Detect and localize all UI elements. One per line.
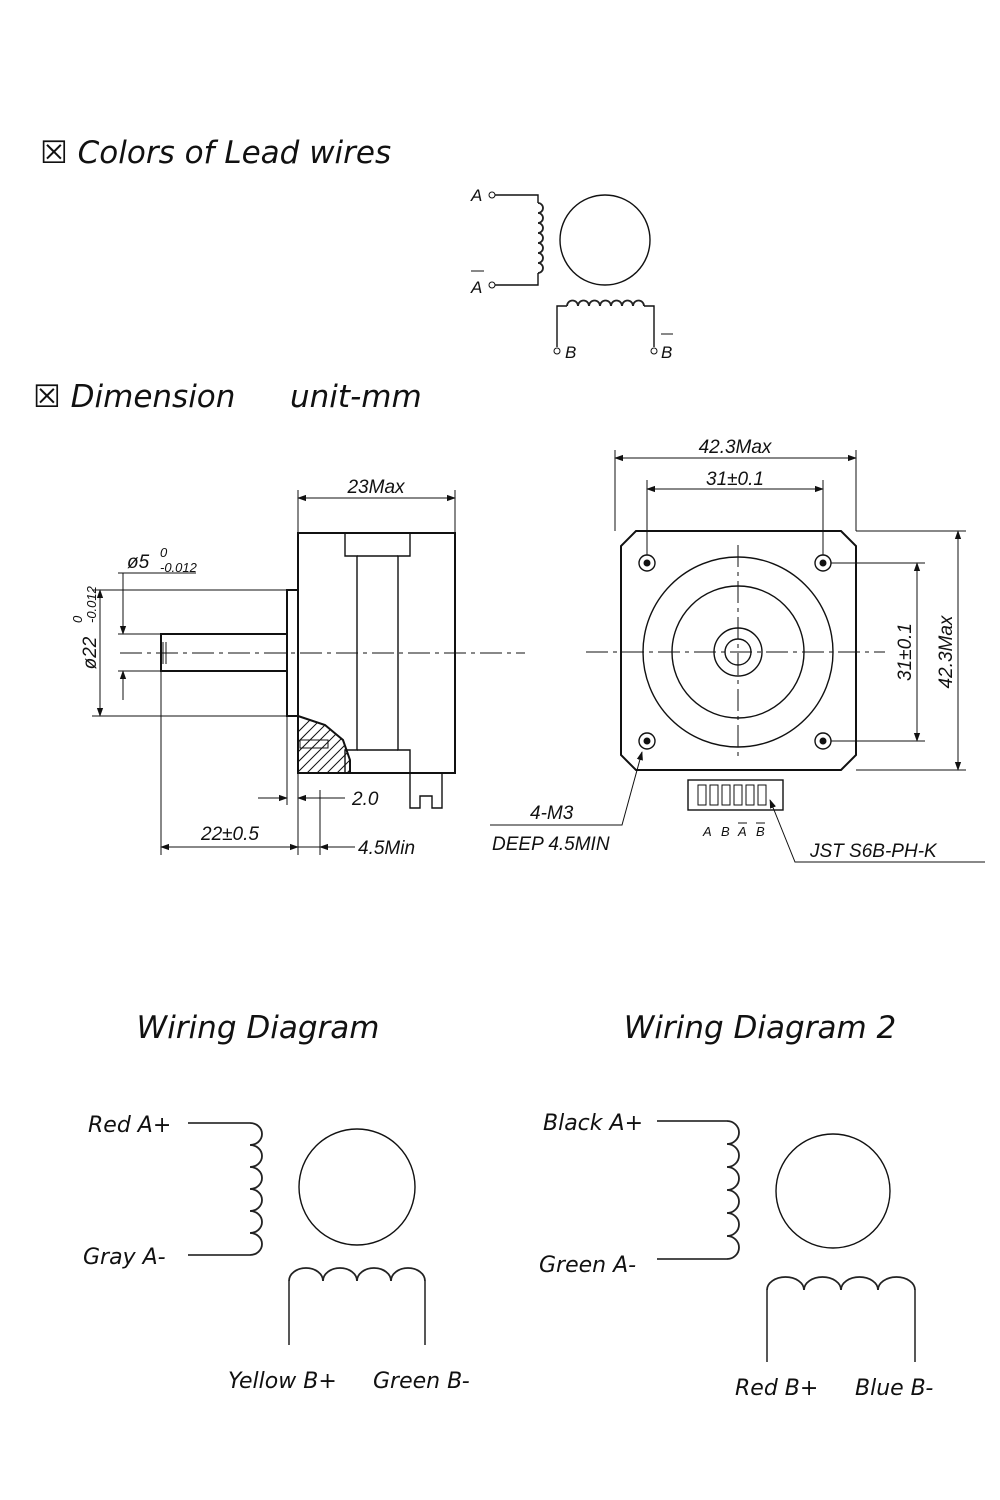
boss-dia-dim: ø22	[80, 636, 101, 669]
boss-tol-upper: 0	[70, 615, 85, 623]
lead-wires-title: ☒ Colors of Lead wires	[40, 135, 391, 171]
jst-connector	[687, 779, 784, 811]
wiring-diagram-2-title: Wiring Diagram 2	[624, 1010, 896, 1046]
unit-label: unit-mm	[290, 379, 422, 415]
wire1-b-minus: Green B-	[373, 1369, 470, 1394]
wire1-rotor	[298, 1128, 416, 1246]
wire1-a-minus: Gray A-	[83, 1245, 166, 1270]
wiring-diagram-1: Red A+ Gray A- Yellow B+ Green B-	[83, 1113, 470, 1394]
wire1-a-plus: Red A+	[88, 1113, 171, 1138]
mounting-holes	[638, 554, 832, 750]
wire2-b-plus: Red B+	[735, 1376, 818, 1401]
wire2-rotor	[775, 1133, 891, 1249]
hole-spacing-dim: 31±0.1	[706, 469, 764, 490]
wire2-b-minus: Blue B-	[855, 1376, 933, 1401]
boss-height-dim: 2.0	[351, 789, 379, 810]
connector-label: JST S6B-PH-K	[809, 841, 938, 862]
pin-b-label: B	[721, 824, 730, 839]
pin-b-bar-label: B	[756, 824, 765, 839]
side-view: 23Max ø5 0 -0.012 ø22 0 -0.012 2.0 22±0.…	[70, 477, 525, 859]
pin-a-label: A	[702, 824, 712, 839]
shaft-tol-upper: 0	[160, 545, 168, 560]
hole-spacing-v-dim: 31±0.1	[895, 623, 916, 681]
rotor-circle	[559, 194, 651, 286]
height-max-dim: 42.3Max	[936, 614, 957, 688]
shaft-dia-dim: ø5	[127, 552, 150, 573]
terminal-b-bar-label: B	[661, 343, 672, 362]
wire2-a-minus: Green A-	[539, 1253, 636, 1278]
boss-tol-lower: -0.012	[84, 585, 99, 623]
shaft-tol-lower: -0.012	[160, 560, 198, 575]
dimension-title: ☒ Dimension	[33, 379, 235, 415]
wire2-a-plus: Black A+	[543, 1111, 643, 1136]
flat-length-dim: 4.5Min	[358, 838, 415, 859]
shaft-length-dim: 22±0.5	[200, 824, 259, 845]
coil-schematic: A A B B	[470, 186, 673, 362]
coil-a	[537, 202, 544, 274]
terminal-a-bar-label: A	[470, 278, 482, 297]
width-max-dim: 42.3Max	[699, 437, 773, 458]
wire1-b-plus: Yellow B+	[228, 1369, 337, 1394]
screw-spec-label: 4-M3	[530, 803, 574, 824]
body-length-dim: 23Max	[346, 477, 406, 498]
coil-b	[566, 299, 645, 307]
wiring-diagram-2: Black A+ Green A- Red B+ Blue B-	[539, 1111, 933, 1401]
terminal-b-label: B	[565, 343, 576, 362]
screw-depth-label: DEEP 4.5MIN	[492, 834, 610, 855]
front-view: A B A B JST S6B-PH-K 42.3Max 31±0.1 31±0…	[490, 437, 985, 863]
terminal-a-label: A	[470, 186, 482, 205]
pin-a-bar-label: A	[737, 824, 747, 839]
wiring-diagram-1-title: Wiring Diagram	[137, 1010, 380, 1046]
